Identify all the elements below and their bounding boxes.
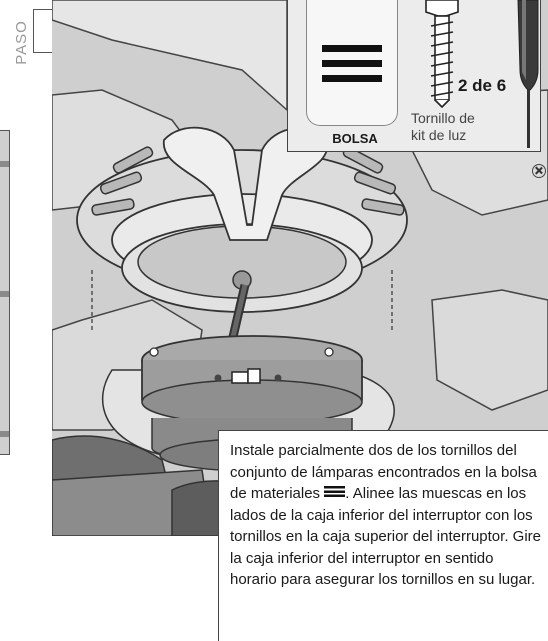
paso-label: PASO: [11, 10, 31, 74]
screw-label: Tornillo de kit de luz: [411, 110, 501, 144]
screw-quantity: 2 de 6: [458, 76, 507, 95]
previous-panel-edge: [0, 130, 10, 455]
paso-text: PASO: [12, 19, 30, 65]
screw-label-line: Tornillo de: [411, 110, 475, 126]
bag-label: BOLSA: [332, 131, 378, 146]
instruction-text: Instale parcialmente dos de los tornillo…: [230, 442, 537, 502]
crossed-circle-icon: [532, 164, 546, 178]
screw-label-line: kit de luz: [411, 127, 467, 143]
parts-inset: BOLSA 2 de 6 Tornillo de kit de luz: [287, 0, 541, 152]
light-kit-screw-icon: [425, 0, 459, 108]
bag-symbol-line: [322, 75, 382, 82]
bag-symbol-icon: [324, 486, 346, 497]
bag-symbol-line: [322, 60, 382, 67]
panel-edge-mark: [0, 161, 9, 167]
hardware-bag-icon: [306, 0, 398, 126]
instruction-text: . Alinee las muescas en los lados de la …: [230, 485, 541, 588]
panel-edge-mark: [0, 291, 9, 297]
panel-edge-mark: [0, 431, 9, 437]
screwdriver-icon: [517, 0, 539, 148]
instruction-text-box: Instale parcialmente dos de los tornillo…: [218, 430, 548, 641]
bag-symbol-line: [322, 45, 382, 52]
